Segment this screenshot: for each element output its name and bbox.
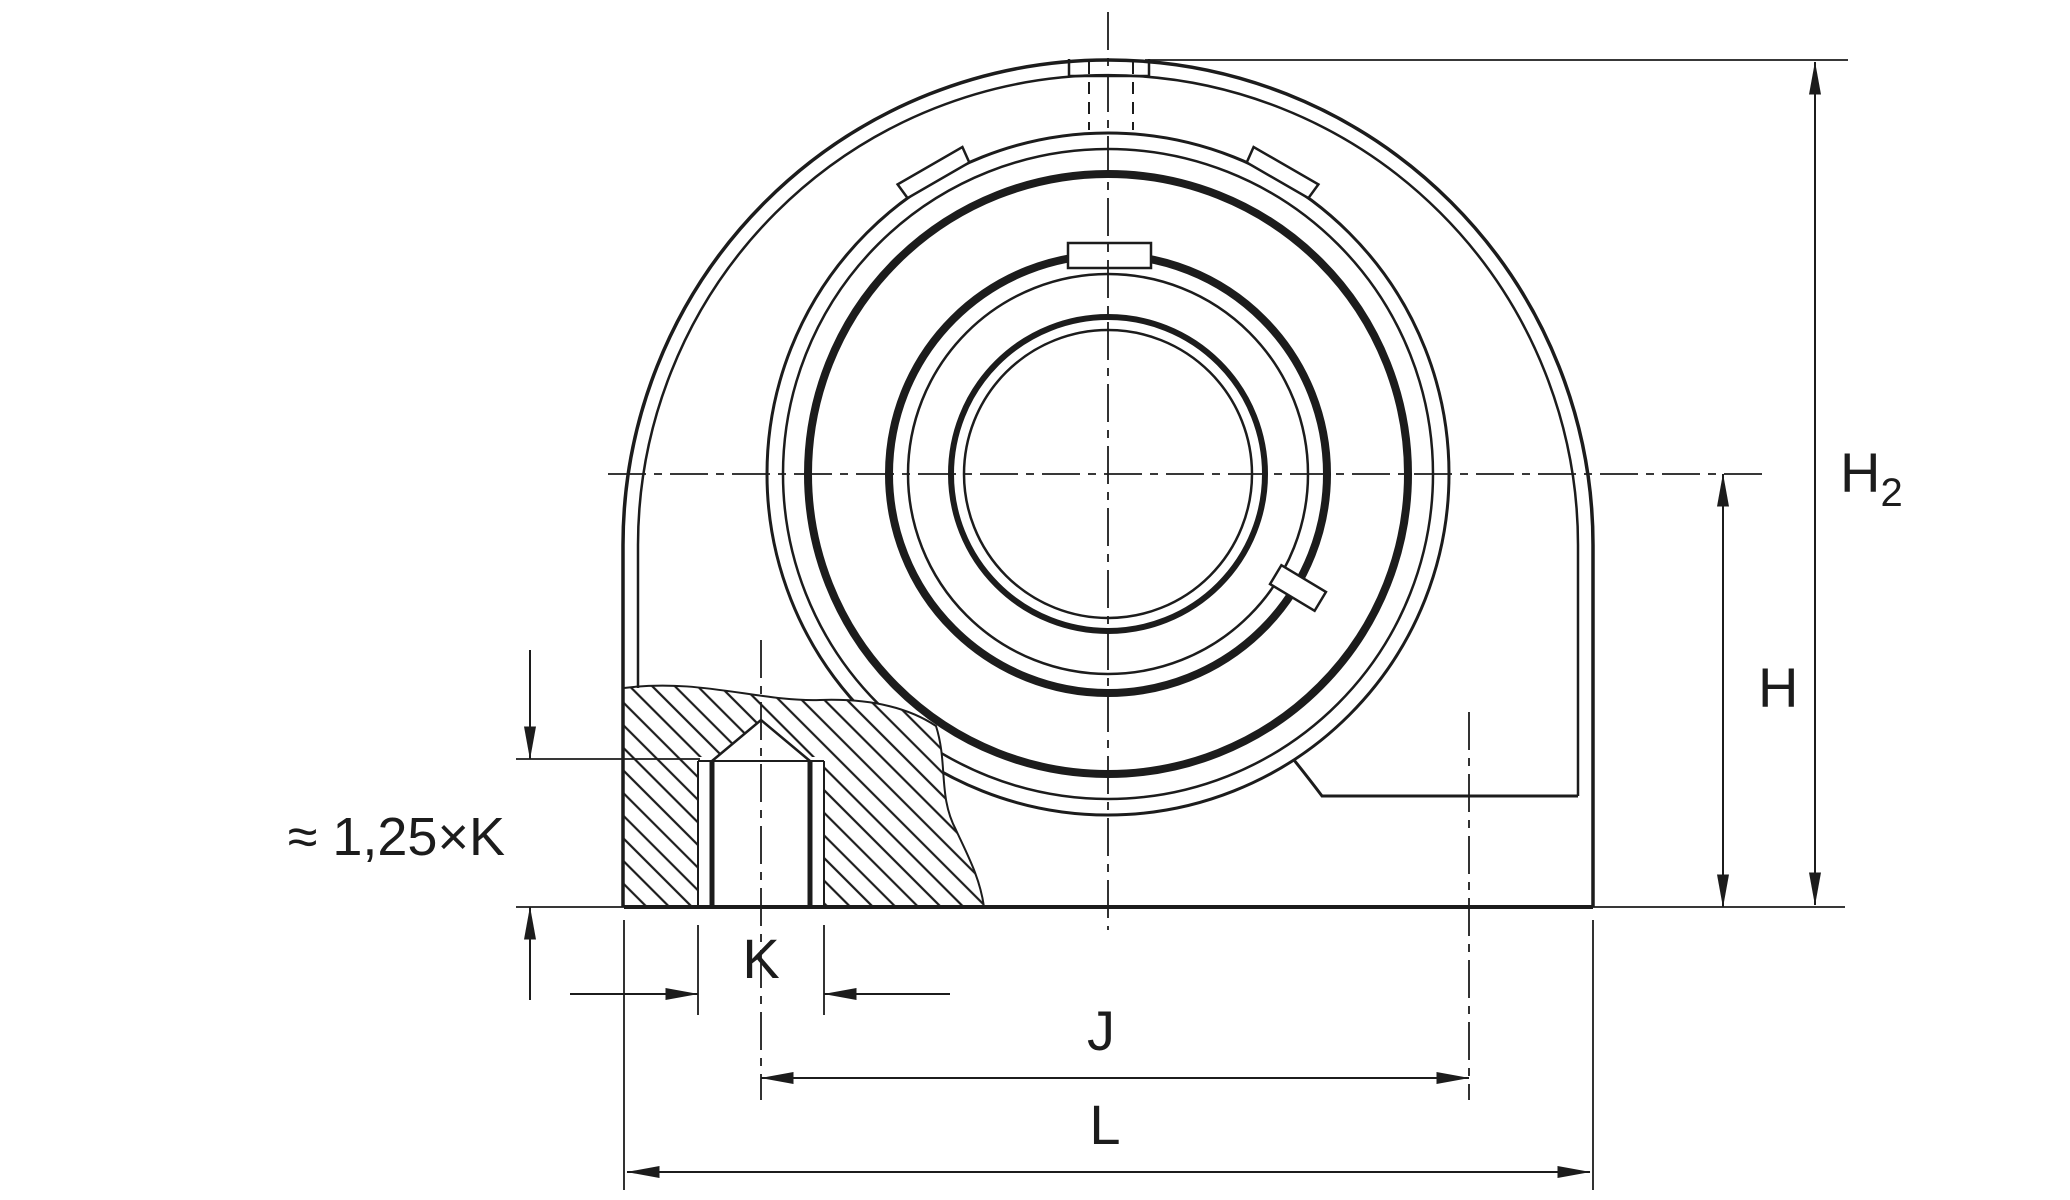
housing-tab-left: [895, 145, 971, 200]
housing-tab-right: [1245, 145, 1321, 200]
dimension-j: J: [760, 999, 1470, 1084]
dimension-l: L: [623, 920, 1594, 1190]
label-approx-k: ≈ 1,25×K: [288, 807, 505, 867]
break-line: [623, 684, 985, 908]
dimension-h: H: [1593, 473, 1845, 908]
drill-cone-clear: [712, 720, 810, 761]
dimension-k: K: [570, 925, 950, 1015]
label-l: L: [1089, 1093, 1120, 1156]
set-screw: [1066, 241, 1153, 270]
base-ledge-right: [1292, 759, 1578, 798]
locking-tab: [1268, 563, 1328, 613]
label-k: K: [742, 927, 779, 990]
dimension-approx-k: ≈ 1,25×K: [288, 650, 700, 1000]
dimension-h2: H2: [1145, 59, 1903, 906]
label-h2-base: H: [1840, 441, 1880, 504]
label-h2: H2: [1840, 441, 1903, 515]
label-j: J: [1087, 999, 1115, 1062]
dimensions: ≈ 1,25×K K J L H: [288, 59, 1903, 1190]
centerlines: [608, 12, 1763, 1100]
label-h2-subscript: 2: [1880, 471, 1902, 515]
label-h: H: [1758, 656, 1798, 719]
